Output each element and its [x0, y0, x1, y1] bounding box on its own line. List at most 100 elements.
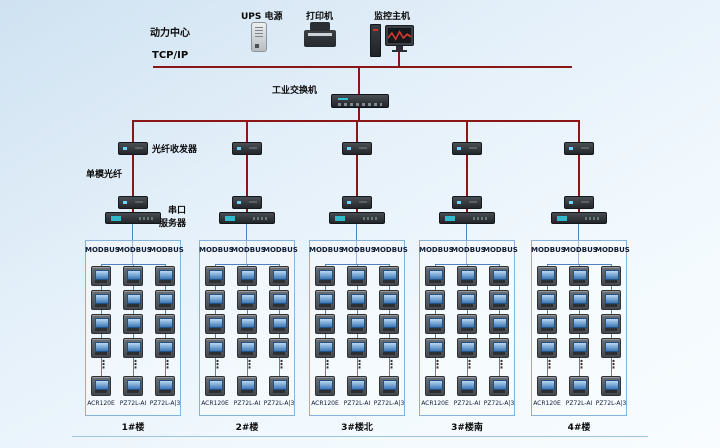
modbus-label: MODBUS — [483, 246, 518, 254]
ellipsis: ⋮ — [130, 358, 141, 371]
meter-icon — [537, 290, 557, 310]
single-mode-fiber-line — [356, 155, 358, 196]
ellipsis: ⋮ — [432, 358, 443, 371]
modbus-label: MODBUS — [263, 246, 298, 254]
meter-icon — [569, 314, 589, 334]
meter-icon — [205, 314, 225, 334]
meter-icon — [91, 376, 111, 396]
meter-icon — [347, 338, 367, 358]
building-label: 3#楼北 — [341, 423, 373, 433]
meter-icon — [315, 266, 335, 286]
footer-line — [72, 436, 648, 437]
industrial-switch-icon — [331, 94, 389, 108]
meter-icon — [601, 290, 621, 310]
fiber-transceiver-icon — [452, 196, 482, 209]
meter-icon — [569, 266, 589, 286]
server-bus-line — [246, 224, 247, 264]
meter-icon — [269, 290, 289, 310]
meter-model-label: ACR120E — [201, 400, 229, 407]
meter-icon — [489, 266, 509, 286]
modbus-label: MODBUS — [117, 246, 152, 254]
meter-icon — [315, 376, 335, 396]
xcvr-server-link — [246, 209, 248, 212]
fiber-transceiver-icon — [118, 142, 148, 155]
meter-icon — [425, 314, 445, 334]
meter-icon — [537, 338, 557, 358]
single-mode-fiber-label: 单模光纤 — [86, 170, 123, 180]
meter-icon — [425, 266, 445, 286]
server-bus-line — [132, 224, 133, 264]
modbus-label: MODBUS — [419, 246, 454, 254]
serial-server-icon — [551, 212, 607, 224]
meter-icon — [347, 266, 367, 286]
meter-model-label: PZ72L-A|3 — [483, 400, 515, 407]
meter-icon — [457, 338, 477, 358]
printer-icon — [304, 22, 336, 47]
meter-icon — [315, 338, 335, 358]
tcpip-bus-line — [153, 66, 572, 68]
modbus-label: MODBUS — [231, 246, 266, 254]
meter-icon — [601, 338, 621, 358]
meter-model-label: ACR120E — [533, 400, 561, 407]
tcpip-label: TCP/IP — [152, 50, 189, 61]
modbus-label: MODBUS — [85, 246, 120, 254]
meter-icon — [155, 266, 175, 286]
fiber-transceiver-icon — [564, 196, 594, 209]
meter-icon — [123, 290, 143, 310]
fiber-transceiver-icon — [342, 142, 372, 155]
serial-server-label: 服务器 — [159, 219, 187, 229]
meter-icon — [601, 266, 621, 286]
meter-icon — [91, 338, 111, 358]
server-bus-line — [356, 224, 357, 264]
modbus-label: MODBUS — [309, 246, 344, 254]
monitor-base — [392, 50, 407, 52]
ellipsis: ⋮ — [212, 358, 223, 371]
meter-icon — [123, 314, 143, 334]
fiber-transceiver-icon — [232, 142, 262, 155]
meter-icon — [237, 290, 257, 310]
meter-icon — [315, 290, 335, 310]
serial-server-icon — [439, 212, 495, 224]
ellipsis: ⋮ — [608, 358, 619, 371]
meter-icon — [457, 266, 477, 286]
meter-icon — [237, 338, 257, 358]
meter-icon — [269, 376, 289, 396]
fiber-transceiver-icon — [564, 142, 594, 155]
meter-icon — [237, 266, 257, 286]
modbus-label: MODBUS — [149, 246, 184, 254]
server-bus-line — [466, 224, 467, 264]
meter-model-label: PZ72L-AI — [233, 400, 261, 407]
building-label: 2#楼 — [235, 423, 259, 433]
ellipsis: ⋮ — [464, 358, 475, 371]
meter-icon — [457, 314, 477, 334]
meter-icon — [269, 266, 289, 286]
switch-downlink-line — [358, 108, 360, 120]
group-drop-line — [356, 122, 358, 142]
meter-icon — [91, 314, 111, 334]
serial-server-icon — [219, 212, 275, 224]
server-bus-line — [578, 224, 579, 264]
group-drop-line — [578, 122, 580, 142]
meter-icon — [379, 376, 399, 396]
meter-model-label: ACR120E — [421, 400, 449, 407]
host-link-line — [398, 52, 400, 66]
meter-icon — [601, 314, 621, 334]
single-mode-fiber-line — [578, 155, 580, 196]
ellipsis: ⋮ — [576, 358, 587, 371]
single-mode-fiber-line — [466, 155, 468, 196]
monitor-host-icon — [368, 22, 416, 60]
ellipsis: ⋮ — [496, 358, 507, 371]
meter-icon — [237, 376, 257, 396]
meter-icon — [315, 314, 335, 334]
building-label: 3#楼南 — [451, 423, 483, 433]
meter-icon — [569, 338, 589, 358]
meter-icon — [537, 314, 557, 334]
meter-icon — [269, 314, 289, 334]
meter-icon — [347, 314, 367, 334]
meter-icon — [457, 376, 477, 396]
xcvr-server-link — [466, 209, 468, 212]
meter-icon — [155, 290, 175, 310]
serial-port-label: 串口 — [168, 206, 187, 216]
